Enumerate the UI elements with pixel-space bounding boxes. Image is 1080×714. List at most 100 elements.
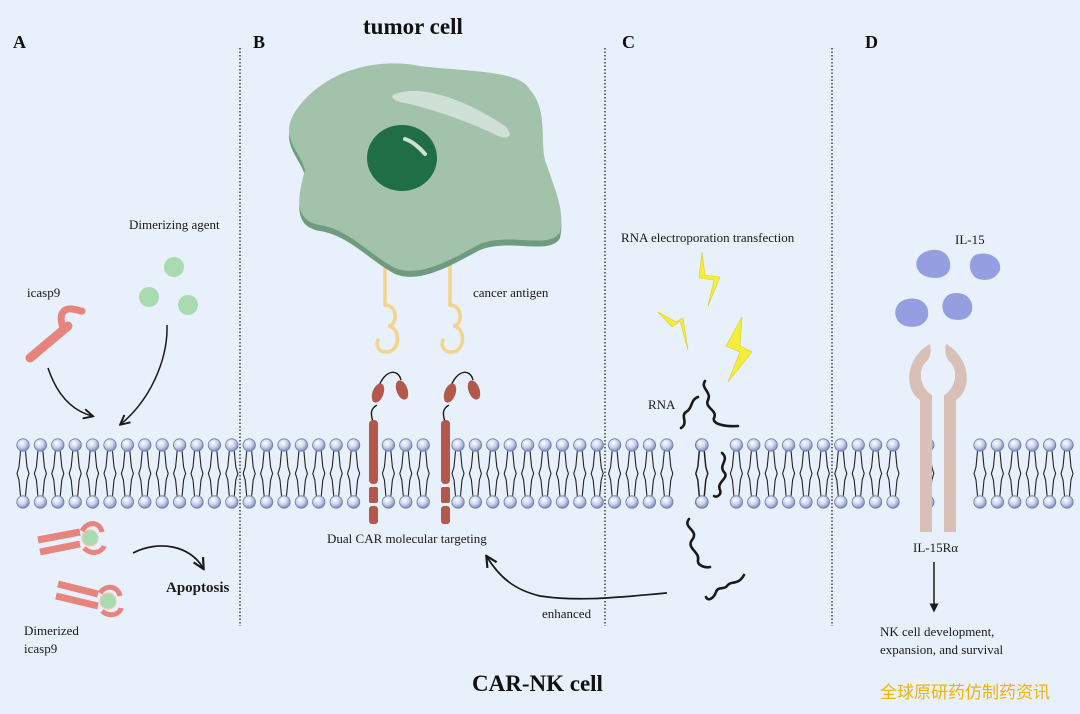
enhanced-arrow xyxy=(487,557,668,600)
phospholipid xyxy=(851,438,865,509)
lightning-bolt-icon xyxy=(657,311,689,351)
car-molecule-2 xyxy=(441,371,481,524)
il15-molecule xyxy=(969,253,1001,280)
phospholipid xyxy=(294,438,308,509)
panel-letter-c: C xyxy=(622,32,635,52)
phospholipid xyxy=(1060,438,1074,509)
phospholipid xyxy=(225,438,239,509)
dual-car-label: Dual CAR molecular targeting xyxy=(327,531,487,546)
rna-strand xyxy=(704,573,746,601)
panel-letter-d: D xyxy=(865,32,878,52)
il15-label: IL-15 xyxy=(955,232,985,247)
il15ra-label: IL-15Rα xyxy=(913,540,958,555)
tumor-nucleus xyxy=(367,125,437,191)
receptor-arm-left xyxy=(909,344,932,532)
lightning-bolt-icon xyxy=(725,316,753,383)
tumor-cell-title: tumor cell xyxy=(363,14,463,39)
il15-molecule xyxy=(895,298,929,327)
phospholipid xyxy=(973,438,987,509)
panel-c: RNA electroporation transfection RNA enh… xyxy=(487,230,795,621)
phospholipid xyxy=(834,438,848,509)
dimerizing-agent-dot xyxy=(178,295,198,315)
phospholipid xyxy=(486,438,500,509)
enhanced-label: enhanced xyxy=(542,606,592,621)
phospholipid xyxy=(764,438,778,509)
nucleus-highlight xyxy=(403,137,427,156)
phospholipid xyxy=(381,438,395,509)
phospholipid xyxy=(590,438,604,509)
phospholipid xyxy=(416,438,430,509)
rna-strand xyxy=(712,451,727,498)
phospholipid xyxy=(277,438,291,509)
rna-strands xyxy=(679,379,746,601)
phospholipid xyxy=(173,438,187,509)
phospholipid xyxy=(468,438,482,509)
phospholipid xyxy=(660,438,674,509)
phospholipid xyxy=(781,438,796,509)
dimerizing-agent-label: Dimerizing agent xyxy=(129,217,220,232)
dimerizing-agent-dot xyxy=(164,257,184,277)
phospholipid xyxy=(990,438,1005,509)
icasp9-label: icasp9 xyxy=(27,285,60,300)
phospholipid xyxy=(729,438,744,509)
car-molecule-1 xyxy=(369,371,409,524)
phospholipid xyxy=(520,438,535,509)
phospholipid xyxy=(538,438,552,509)
phospholipid xyxy=(695,438,709,509)
phospholipid xyxy=(1043,438,1057,509)
phospholipid xyxy=(16,438,30,509)
dimerized-icasp9-label-line2: icasp9 xyxy=(24,641,57,656)
phospholipid xyxy=(399,438,413,509)
rna-electroporation-label: RNA electroporation transfection xyxy=(621,230,795,245)
rna-strand xyxy=(686,517,712,569)
phospholipid xyxy=(103,438,117,509)
rna-strand xyxy=(702,379,740,428)
phospholipid xyxy=(886,438,900,509)
tumor-cell-highlight xyxy=(392,90,510,138)
phospholipid xyxy=(242,438,256,509)
icasp9-molecule xyxy=(25,305,86,363)
watermark-text: 全球原研药仿制药资讯 xyxy=(880,683,1050,703)
phospholipid xyxy=(155,438,169,509)
apoptosis-label: Apoptosis xyxy=(166,580,230,596)
phospholipid xyxy=(1008,438,1022,509)
phospholipid xyxy=(868,438,883,509)
phospholipid xyxy=(625,438,639,509)
phospholipid xyxy=(33,438,48,509)
outcome-label-line1: NK cell development, xyxy=(880,624,994,639)
il15-molecules xyxy=(895,249,1001,327)
phospholipid xyxy=(642,438,657,509)
dimerized-icasp9-1 xyxy=(37,521,107,556)
dimerized-icasp9-label-line1: Dimerized xyxy=(24,623,79,638)
rna-label: RNA xyxy=(648,397,676,412)
cancer-antigen-1 xyxy=(375,250,400,354)
cell-membrane xyxy=(16,438,1074,509)
phospholipid xyxy=(451,438,465,509)
lightning-bolt-icon xyxy=(698,251,721,307)
tumor-cell xyxy=(289,63,562,277)
cancer-antigen-label: cancer antigen xyxy=(473,285,549,300)
panel-letter-a: A xyxy=(13,32,26,52)
dimerizing-agent-molecules xyxy=(139,257,198,315)
cancer-antigen-2 xyxy=(440,250,465,354)
phospholipid xyxy=(207,438,221,509)
il15-molecule xyxy=(942,292,973,320)
phospholipid xyxy=(816,438,831,509)
panel-letter-b: B xyxy=(253,32,265,52)
dimerizer-arrow xyxy=(121,324,168,424)
phospholipid xyxy=(747,438,761,509)
outcome-label-line2: expansion, and survival xyxy=(880,642,1004,657)
phospholipid xyxy=(138,438,152,509)
dimerizing-agent-dot xyxy=(139,287,159,307)
phospholipid xyxy=(503,438,517,509)
dimerized-icasp9-2 xyxy=(55,580,124,618)
il15-receptor-alpha xyxy=(909,344,967,532)
phospholipid xyxy=(51,438,65,509)
phospholipid xyxy=(190,438,204,509)
phospholipid xyxy=(329,438,343,509)
phospholipid xyxy=(68,438,82,509)
phospholipid xyxy=(86,438,100,509)
panel-d: IL-15 IL-15Rα NK cell development, expan… xyxy=(880,232,1004,657)
